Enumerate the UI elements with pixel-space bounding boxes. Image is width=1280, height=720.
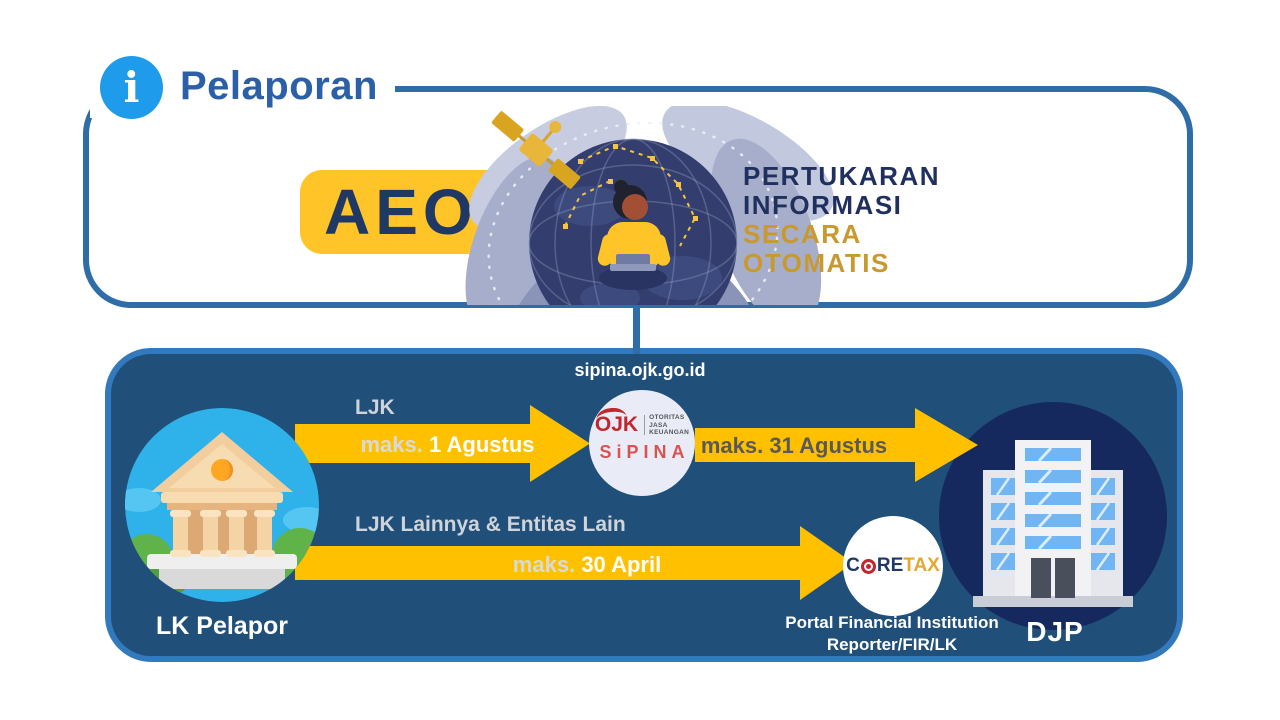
info-icon: i <box>100 56 163 119</box>
tagline-line-4: OTOMATIS <box>743 248 890 278</box>
coretax-caption-line1: Portal Financial Institution <box>785 613 999 632</box>
coretax-caption-line2: Reporter/FIR/LK <box>826 635 958 654</box>
coretax-re: RE <box>876 555 904 576</box>
row3-deadline-value: 30 April <box>581 552 662 577</box>
row1-deadline-prefix: maks. <box>360 432 423 457</box>
constellation-dots <box>563 144 698 229</box>
row1-ljk-label: LJK <box>355 396 395 419</box>
row3-ljk-lainnya-label: LJK Lainnya & Entitas Lain <box>355 513 626 536</box>
row1-deadline-value: 1 Agustus <box>428 432 535 457</box>
aeoi-banner: AEOI <box>280 106 970 305</box>
row3-deadline-prefix: maks. <box>512 552 576 577</box>
row3-deadline: maks. 30 April <box>467 550 707 580</box>
tagline-line-1: PERTUKARAN <box>743 161 940 191</box>
bank-icon <box>125 408 319 602</box>
page-title: Pelaporan <box>180 64 378 108</box>
row1-deadline: maks. 1 Agustus <box>330 430 565 460</box>
djp-building-icon <box>973 440 1133 607</box>
office-building <box>973 440 1133 607</box>
constellation-lines <box>564 144 697 247</box>
lk-pelapor-label: LK Pelapor <box>156 612 288 640</box>
banner-tagline: PERTUKARAN INFORMASI SECARA OTOMATIS <box>743 162 940 278</box>
person-with-laptop <box>597 180 671 290</box>
sipina-name: SiPINA <box>599 441 690 462</box>
tagline-line-2: INFORMASI <box>743 190 903 220</box>
sipina-circle: OJK OTORITAS JASA KEUANGAN SiPINA <box>589 390 695 496</box>
sipina-url-label: sipina.ojk.go.id <box>574 360 706 380</box>
coretax-tax: TAX <box>903 555 940 576</box>
orbit-dashed-ring <box>487 121 779 305</box>
tagline-line-3: SECARA <box>743 219 862 249</box>
ojk-logo: OJK OTORITAS JASA KEUANGAN <box>589 406 695 437</box>
coretax-logo: C RE TAX <box>846 555 940 577</box>
satellite-icon <box>491 111 581 189</box>
djp-label: DJP <box>1026 616 1084 647</box>
bank-columns <box>170 510 275 557</box>
coretax-target-icon <box>860 558 876 574</box>
row2-deadline: maks. 31 Agustus <box>700 433 888 458</box>
aeoi-logo-text: AEOI <box>324 176 501 248</box>
ojk-subtitle: OTORITAS JASA KEUANGAN <box>649 414 690 436</box>
globe-illustration <box>465 106 834 305</box>
coretax-circle: C RE TAX <box>843 516 943 616</box>
coretax-caption: Portal Financial Institution Reporter/FI… <box>779 612 1005 656</box>
ojk-wordmark: OJK <box>595 406 638 435</box>
coretax-c: C <box>846 555 860 576</box>
bank-scene <box>125 408 319 602</box>
connector-line <box>633 303 640 354</box>
ojk-divider <box>644 415 646 436</box>
